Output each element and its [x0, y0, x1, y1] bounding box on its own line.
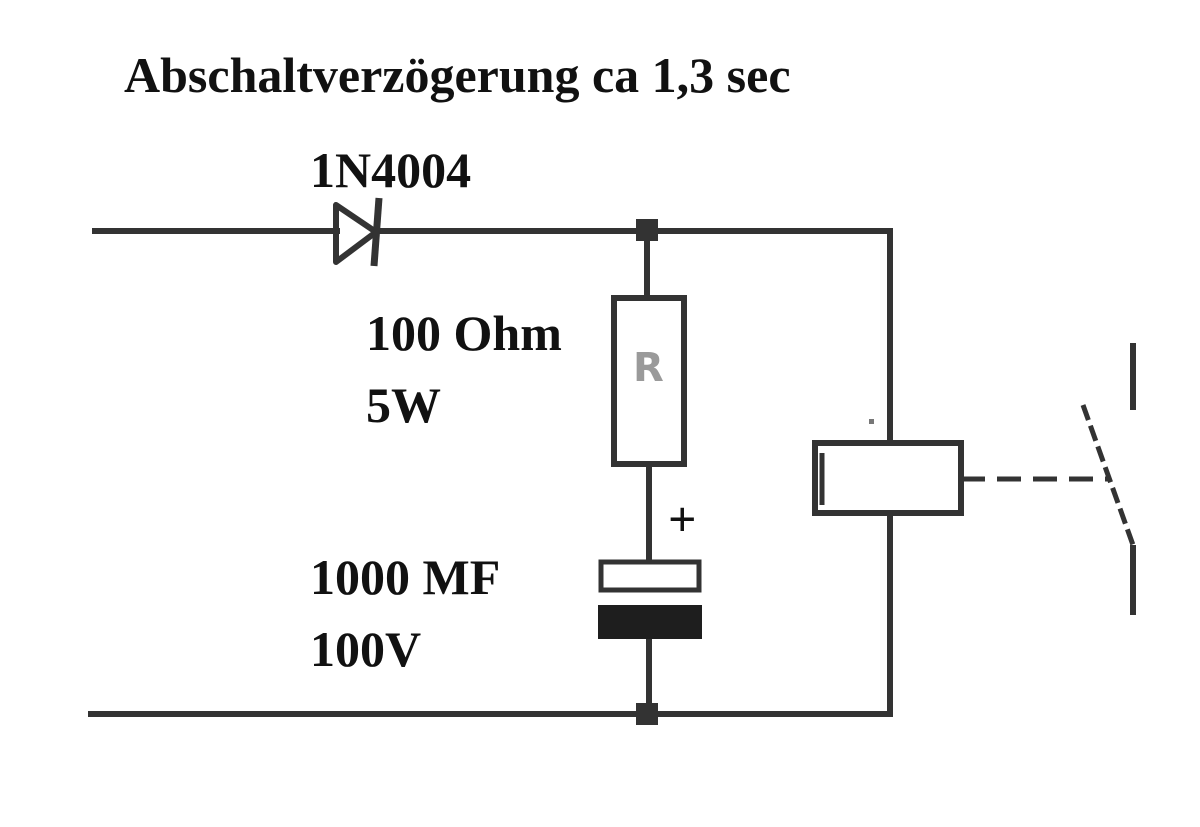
diode-label: 1N4004 — [310, 142, 472, 198]
relay-switch-icon — [1080, 343, 1136, 615]
relay-dot — [869, 419, 874, 424]
resistor-power-label: 5W — [366, 377, 441, 433]
diode-icon — [333, 197, 383, 267]
capacitor-value-label: 1000 MF — [310, 549, 501, 605]
capacitor-polarity-label: + — [668, 491, 697, 547]
resistor-symbol-letter: R — [633, 345, 664, 391]
capacitor-icon — [598, 559, 702, 639]
junction-dot-icon — [636, 219, 658, 241]
resistor-value-label: 100 Ohm — [366, 305, 562, 361]
capacitor-voltage-label: 100V — [310, 621, 422, 677]
diagram-title: Abschaltverzögerung ca 1,3 sec — [124, 47, 791, 103]
relay-coil-icon — [812, 440, 964, 516]
